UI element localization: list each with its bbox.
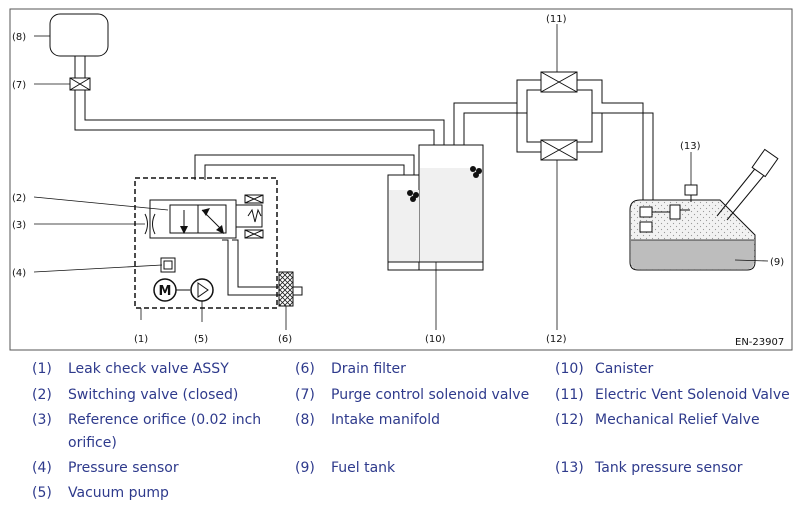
label-10: (10) bbox=[425, 334, 446, 345]
label-5: (5) bbox=[194, 334, 208, 345]
canister-shape bbox=[387, 144, 484, 271]
pipes bbox=[74, 55, 654, 296]
legend-num: (10) bbox=[555, 361, 584, 377]
legend-text: Pressure sensor bbox=[68, 460, 179, 476]
legend-text: Canister bbox=[595, 361, 654, 377]
legend-text: Switching valve (closed) bbox=[68, 387, 239, 403]
evap-system-diagram: M (8) (7) (2) (3) (4) (1) (5) (6) (10) (… bbox=[9, 8, 793, 351]
purge-valve-shape bbox=[69, 77, 91, 91]
legend-text: Electric Vent Solenoid Valve bbox=[595, 387, 790, 403]
legend-num: (5) bbox=[32, 485, 52, 501]
label-4: (4) bbox=[12, 268, 26, 279]
label-11: (11) bbox=[546, 14, 567, 25]
legend-num: (9) bbox=[295, 460, 315, 476]
label-1: (1) bbox=[134, 334, 148, 345]
label-7: (7) bbox=[12, 80, 26, 91]
legend-num: (2) bbox=[32, 387, 52, 403]
legend-text: Intake manifold bbox=[331, 412, 440, 428]
drain-filter-shape bbox=[278, 271, 294, 307]
legend-num: (3) bbox=[32, 412, 52, 428]
legend-num: (12) bbox=[555, 412, 584, 428]
legend-num: (4) bbox=[32, 460, 52, 476]
legend-text: orifice) bbox=[68, 435, 117, 451]
legend-text: Mechanical Relief Valve bbox=[595, 412, 760, 428]
label-12: (12) bbox=[546, 334, 567, 345]
label-13: (13) bbox=[680, 141, 701, 152]
legend-text: Drain filter bbox=[331, 361, 406, 377]
legend-num: (6) bbox=[295, 361, 315, 377]
legend: (1) Leak check valve ASSY (2) Switching va… bbox=[0, 352, 801, 511]
legend-num: (13) bbox=[555, 460, 584, 476]
vent-solenoid-valve-shape bbox=[540, 71, 578, 93]
label-2: (2) bbox=[12, 193, 26, 204]
legend-text: Vacuum pump bbox=[68, 485, 169, 501]
legend-num: (8) bbox=[295, 412, 315, 428]
leader-lines bbox=[33, 24, 769, 330]
legend-num: (1) bbox=[32, 361, 52, 377]
legend-num: (11) bbox=[555, 387, 584, 403]
label-8: (8) bbox=[12, 32, 26, 43]
intake-manifold-shape bbox=[49, 13, 109, 57]
legend-text: Purge control solenoid valve bbox=[331, 387, 530, 403]
switching-valve-shape bbox=[149, 194, 264, 239]
fuel-tank-shape bbox=[629, 148, 779, 271]
pump-motor-letter: M bbox=[159, 284, 172, 299]
label-3: (3) bbox=[12, 220, 26, 231]
vacuum-pump-shape: M bbox=[153, 278, 214, 302]
legend-text: Tank pressure sensor bbox=[595, 460, 743, 476]
figure-id: EN-23907 bbox=[735, 337, 784, 348]
reference-orifice-shape bbox=[144, 213, 156, 235]
pressure-sensor-shape bbox=[160, 257, 176, 273]
relief-valve-shape bbox=[540, 139, 578, 161]
legend-text: Leak check valve ASSY bbox=[68, 361, 229, 377]
legend-num: (7) bbox=[295, 387, 315, 403]
label-9: (9) bbox=[770, 257, 784, 268]
label-6: (6) bbox=[278, 334, 292, 345]
legend-text: Fuel tank bbox=[331, 460, 396, 476]
legend-text: Reference orifice (0.02 inch bbox=[68, 412, 262, 428]
